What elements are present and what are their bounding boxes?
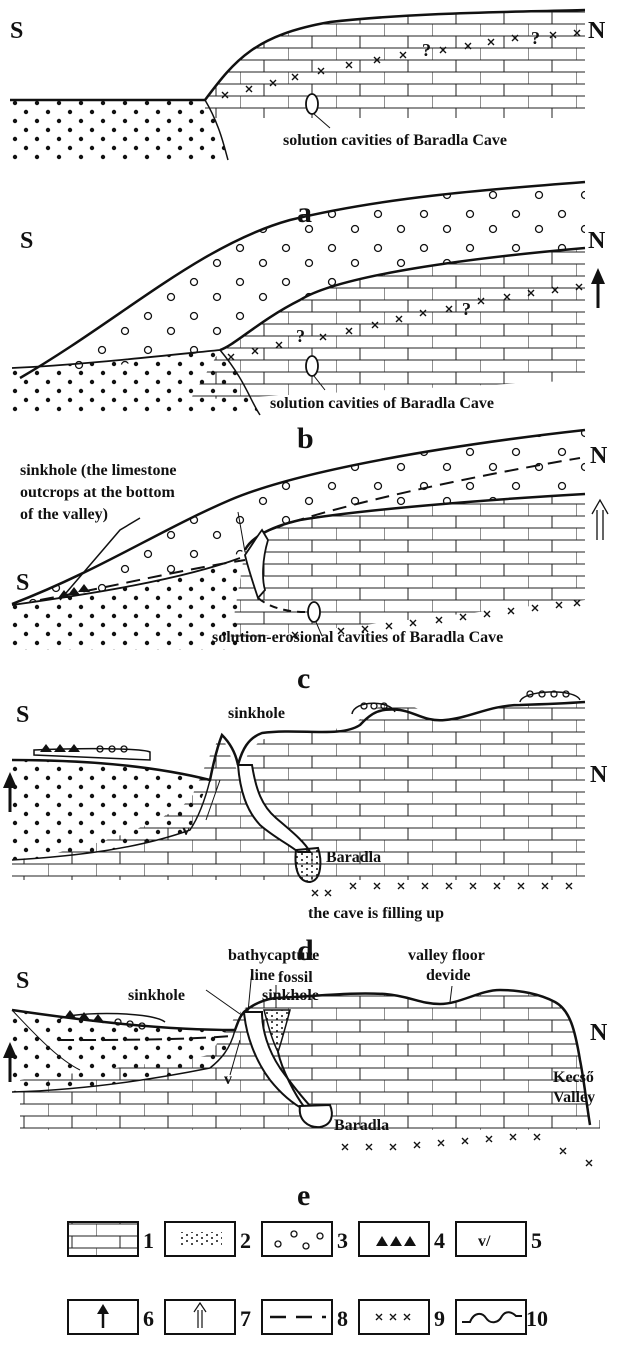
panel-c: sinkhole (the limestone outcrops at the … (12, 430, 608, 695)
panel-a-sand (10, 100, 228, 160)
south-label: S (20, 228, 33, 254)
panel-c-letter: c (297, 662, 310, 695)
panel-b-cavity-label: solution cavities of Baradla Cave (270, 395, 494, 412)
panel-e-v-mark: v (224, 1071, 232, 1088)
panel-b: solution cavities of Baradla Cave S N ? … (12, 182, 606, 455)
north-label: N (590, 1020, 608, 1046)
question-mark: ? (531, 28, 540, 48)
panel-b-cavity (306, 356, 318, 376)
legend-item-9: 9 (359, 1300, 445, 1334)
legend-item-4: 4 (359, 1222, 445, 1256)
panel-e-letter: e (297, 1179, 310, 1212)
panel-e-divide-label: valley floor (408, 947, 485, 964)
panel-e: v S N bathycapture line sinkhole fossil … (3, 947, 608, 1212)
panel-e-fossil-sinkhole-label: fossil (278, 969, 313, 986)
panel-e-cave-label: Baradla (334, 1117, 389, 1134)
svg-text:1: 1 (143, 1228, 154, 1253)
svg-text:8: 8 (337, 1306, 348, 1331)
north-label: N (588, 228, 606, 254)
question-mark: ? (462, 299, 471, 319)
legend: 1 2 3 4 v/ 5 6 (68, 1222, 548, 1334)
legend-item-1: 1 (68, 1222, 154, 1256)
panel-a-cavity-label: solution cavities of Baradla Cave (283, 132, 507, 149)
legend-item-6: 6 (68, 1300, 154, 1334)
panel-e-crosses (342, 1134, 592, 1166)
panel-d-v-mark: v (182, 822, 190, 839)
panel-d-cave-label: Baradla (326, 849, 381, 866)
panel-e-valley-label: Valley (553, 1089, 595, 1106)
panel-e-bathycapture-label: line (250, 967, 275, 984)
legend-item-7: 7 (165, 1300, 251, 1334)
panel-e-valley-label: Kecső (553, 1069, 594, 1086)
panel-e-divide-label: devide (426, 967, 470, 984)
panel-c-sinkhole-label: sinkhole (the limestone (20, 462, 176, 479)
north-label: N (588, 18, 606, 44)
panel-d-sinkhole-label: sinkhole (228, 705, 285, 722)
south-label: S (16, 968, 29, 994)
svg-text:4: 4 (434, 1228, 445, 1253)
panel-c-sinkhole-label: of the valley) (20, 506, 108, 523)
south-label: S (16, 702, 29, 728)
panel-c-sinkhole-label: outcrops at the bottom (20, 484, 175, 501)
panel-c-cavity-label: solution-erosional cavities of Baradla C… (212, 629, 503, 646)
svg-text:10: 10 (526, 1306, 548, 1331)
svg-text:5: 5 (531, 1228, 542, 1253)
legend-item-5: v/ 5 (456, 1222, 542, 1256)
panel-d: v S N sinkhole Baradla the cave is filli… (3, 691, 608, 967)
question-mark: ? (422, 40, 431, 60)
panel-d-cave (296, 848, 321, 882)
svg-text:v/: v/ (478, 1233, 491, 1250)
uplift-arrow (591, 268, 605, 308)
legend-item-10: 10 (456, 1300, 548, 1334)
legend-item-3: 3 (262, 1222, 348, 1256)
south-label: S (10, 18, 23, 44)
panel-d-triangles (40, 744, 80, 752)
panel-d-filling-label: the cave is filling up (308, 905, 444, 922)
panel-e-sinkhole-label: sinkhole (128, 987, 185, 1004)
panel-a-cavity (306, 94, 318, 114)
legend-item-2: 2 (165, 1222, 251, 1256)
panel-a-limestone (205, 10, 585, 118)
svg-text:2: 2 (240, 1228, 251, 1253)
svg-text:6: 6 (143, 1306, 154, 1331)
svg-text:3: 3 (337, 1228, 348, 1253)
panel-b-letter: b (297, 422, 314, 455)
panel-d-crosses (312, 883, 572, 896)
panel-d-sand-patch (34, 749, 150, 760)
north-label: N (590, 762, 608, 788)
north-label: N (590, 443, 608, 469)
panel-e-fossil-sinkhole-label: sinkhole (262, 987, 319, 1004)
panel-e-bathycapture-label: bathycapture (228, 947, 319, 964)
passive-uplift-arrow (592, 500, 608, 540)
legend-item-8: 8 (262, 1300, 348, 1334)
svg-text:9: 9 (434, 1306, 445, 1331)
panel-c-cavity (308, 602, 320, 622)
question-mark: ? (296, 326, 305, 346)
svg-text:7: 7 (240, 1306, 251, 1331)
south-label: S (16, 570, 29, 596)
